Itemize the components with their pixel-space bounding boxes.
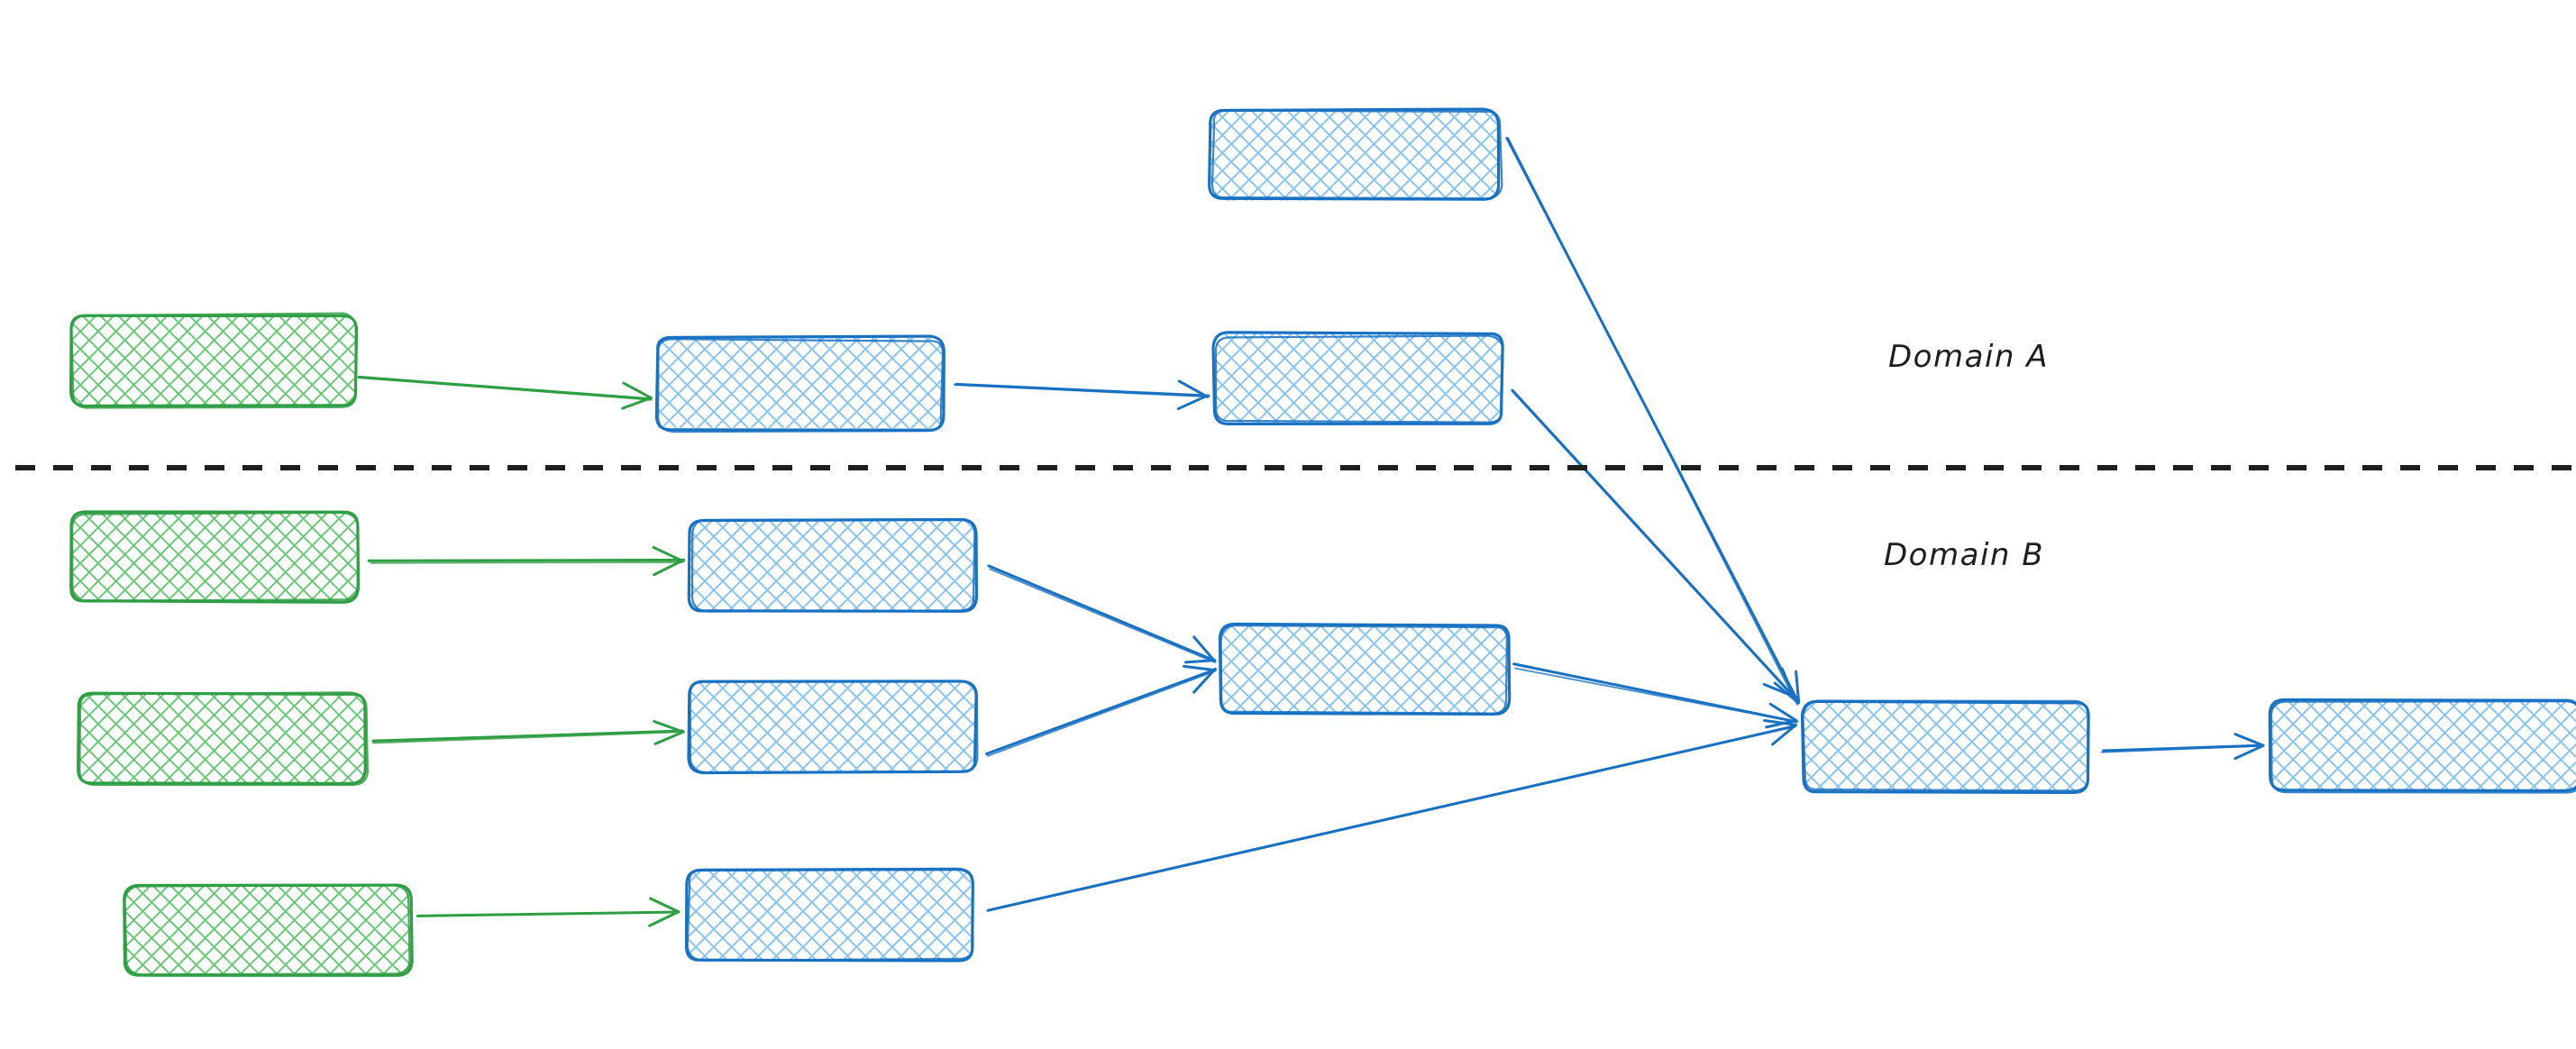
arrowhead-barb-0 [2233,743,2265,761]
edge-e12[interactable] [2100,733,2265,761]
edge-e1[interactable] [357,375,653,410]
node-outline [2268,698,2576,793]
arrowhead-barb-0 [1183,659,1217,664]
node-fill [123,885,411,975]
arrowhead-barb-1 [1780,667,1795,698]
node-b-source-1[interactable] [69,510,361,604]
node-outline-2 [70,511,360,602]
arrowhead-barb-0 [1762,682,1795,698]
arrowhead-barb-0 [653,558,686,577]
edge-shaft [1512,662,1797,724]
node-fill [69,510,358,602]
edge-shaft [986,725,1796,912]
edges-layer [357,136,2265,927]
arrowhead-barb-0 [648,910,680,927]
edge-e2[interactable] [953,379,1210,411]
node-b-merge[interactable] [1218,622,1512,716]
node-b-source-3[interactable] [123,883,414,977]
edge-e4[interactable] [1511,388,1795,698]
arrowhead-barb-1 [622,381,653,400]
node-outline-2 [123,884,411,976]
arrowhead-barb-1 [1768,702,1798,723]
node-b-sink[interactable] [1800,699,2090,795]
node-fill [70,315,357,406]
node-outline-2 [1219,624,1508,715]
node-b-source-2[interactable] [77,691,370,787]
edge-shaft [357,377,653,401]
edge-shaft [370,561,683,564]
edge-shaft [2100,744,2263,753]
node-fill [685,869,973,961]
arrowhead-barb-0 [1192,667,1217,694]
edge-e3[interactable] [1505,136,1801,706]
edge-e8[interactable] [987,564,1217,664]
edge-shaft [986,670,1216,757]
node-outline [123,883,414,977]
node-fill [655,337,944,429]
node-outline-2 [1214,334,1504,424]
edge-shaft [367,558,684,562]
node-a-process-1[interactable] [654,334,945,433]
edge-shaft [371,729,684,743]
node-outline-2 [2270,700,2576,794]
edge-e11[interactable] [1512,662,1799,729]
edge-shaft [1507,137,1798,706]
node-fill [2269,700,2576,791]
node-outline-2 [689,680,979,774]
node-outline-2 [1802,699,2089,792]
node-fill [1210,109,1498,201]
edge-shaft [1514,667,1799,724]
node-a-process-top[interactable] [1208,107,1503,201]
edge-shaft [953,384,1209,398]
arrowhead-barb-0 [1771,724,1797,746]
node-outline [1211,331,1504,425]
edge-e5[interactable] [367,545,686,577]
node-fill [690,680,976,771]
node-b-output[interactable] [2268,698,2576,794]
node-a-source-1[interactable] [69,312,359,409]
arrowhead-barb-1 [2233,733,2265,747]
arrowhead-barb-0 [653,730,685,745]
edge-e6[interactable] [371,720,685,745]
edge-shaft [372,731,685,744]
node-fill [1803,700,2089,792]
edge-shaft [987,564,1217,662]
arrowhead-barb-1 [649,897,681,914]
edge-e7[interactable] [416,897,681,927]
arrowhead-barb-1 [1763,719,1797,726]
arrowhead-barb-0 [1176,394,1209,411]
edge-e9[interactable] [985,664,1217,757]
node-b-process-1[interactable] [687,517,979,613]
arrowhead-barb-1 [653,720,684,734]
arrowhead-barb-0 [621,397,653,410]
edge-shaft [985,668,1217,755]
arrowhead-barb-1 [1192,635,1217,663]
arrowhead-barb-0 [1765,719,1797,729]
node-fill [1220,624,1510,715]
nodes-layer [69,107,2576,977]
arrowhead-barb-1 [652,545,685,563]
edge-shaft [1511,390,1795,698]
node-outline-2 [686,867,974,962]
node-fill [1215,333,1503,424]
node-a-process-2[interactable] [1211,331,1504,425]
edge-shaft [416,911,681,917]
node-outline-2 [78,691,370,787]
node-fill [79,694,366,785]
node-outline-2 [657,338,945,433]
edge-shaft [989,568,1216,663]
node-fill [689,519,977,610]
domain-a-label: Domain A [1888,339,2049,375]
node-b-process-3[interactable] [684,867,974,962]
node-outline-2 [1210,109,1503,200]
arrowhead-barb-1 [1795,670,1801,704]
arrowhead-barb-1 [1183,664,1217,672]
node-outline-2 [690,518,976,613]
arrowhead-barb-1 [1177,379,1210,398]
edge-e10[interactable] [986,719,1797,912]
node-b-process-2[interactable] [687,680,979,775]
domain-b-label: Domain B [1884,537,2045,573]
node-outline-2 [70,312,357,409]
